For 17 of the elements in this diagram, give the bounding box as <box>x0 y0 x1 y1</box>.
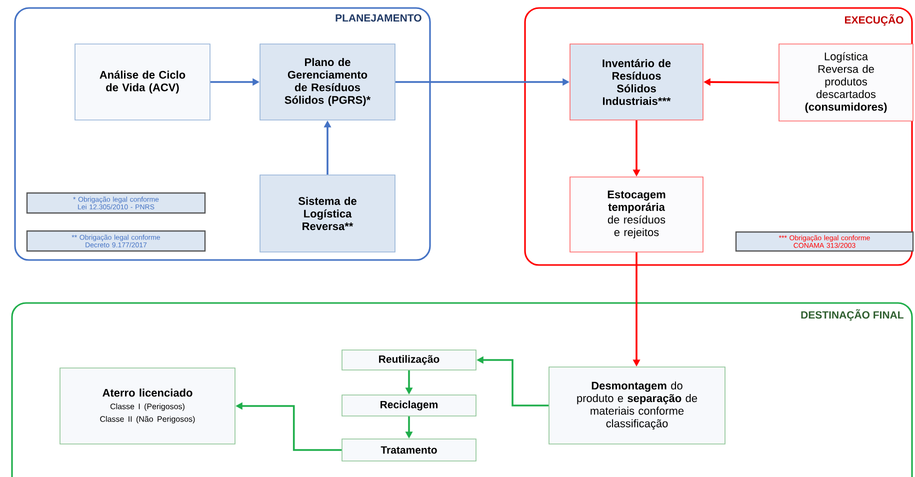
group-frame <box>524 7 913 266</box>
process-box: Inventário de Resíduos Sólidos Industriais*** <box>570 44 704 120</box>
process-box: Sistema de Logística Reversa** <box>260 174 396 252</box>
section-title: DESTINAÇÃO FINAL <box>801 309 904 321</box>
process-box: Logística Reversa de produtos descartados (consumidores) <box>778 44 914 122</box>
section-title: EXECUÇÃO <box>845 14 904 26</box>
section-title: PLANEJAMENTO <box>336 14 422 22</box>
process-box: Tratamento <box>342 438 476 462</box>
process-box: Aterro licenciado Classe I (Perigosos) Classe II (Não Perigosos) <box>60 368 236 444</box>
group-frame <box>14 7 431 261</box>
process-box: Desmontagem do produto e separação de materiais conforme classificação <box>548 366 726 444</box>
process-box: Reutilização <box>342 350 476 370</box>
process-box: Reciclagem <box>342 394 476 416</box>
process-box: Estocagem temporária de resíduos e rejeitos <box>570 176 704 252</box>
group-frame <box>11 302 913 477</box>
process-box: Plano de Gerenciamento de Resíduos Sólidos (PGRS)* <box>260 44 396 120</box>
process-box: Análise de Ciclo de Vida (ACV) <box>74 44 210 120</box>
